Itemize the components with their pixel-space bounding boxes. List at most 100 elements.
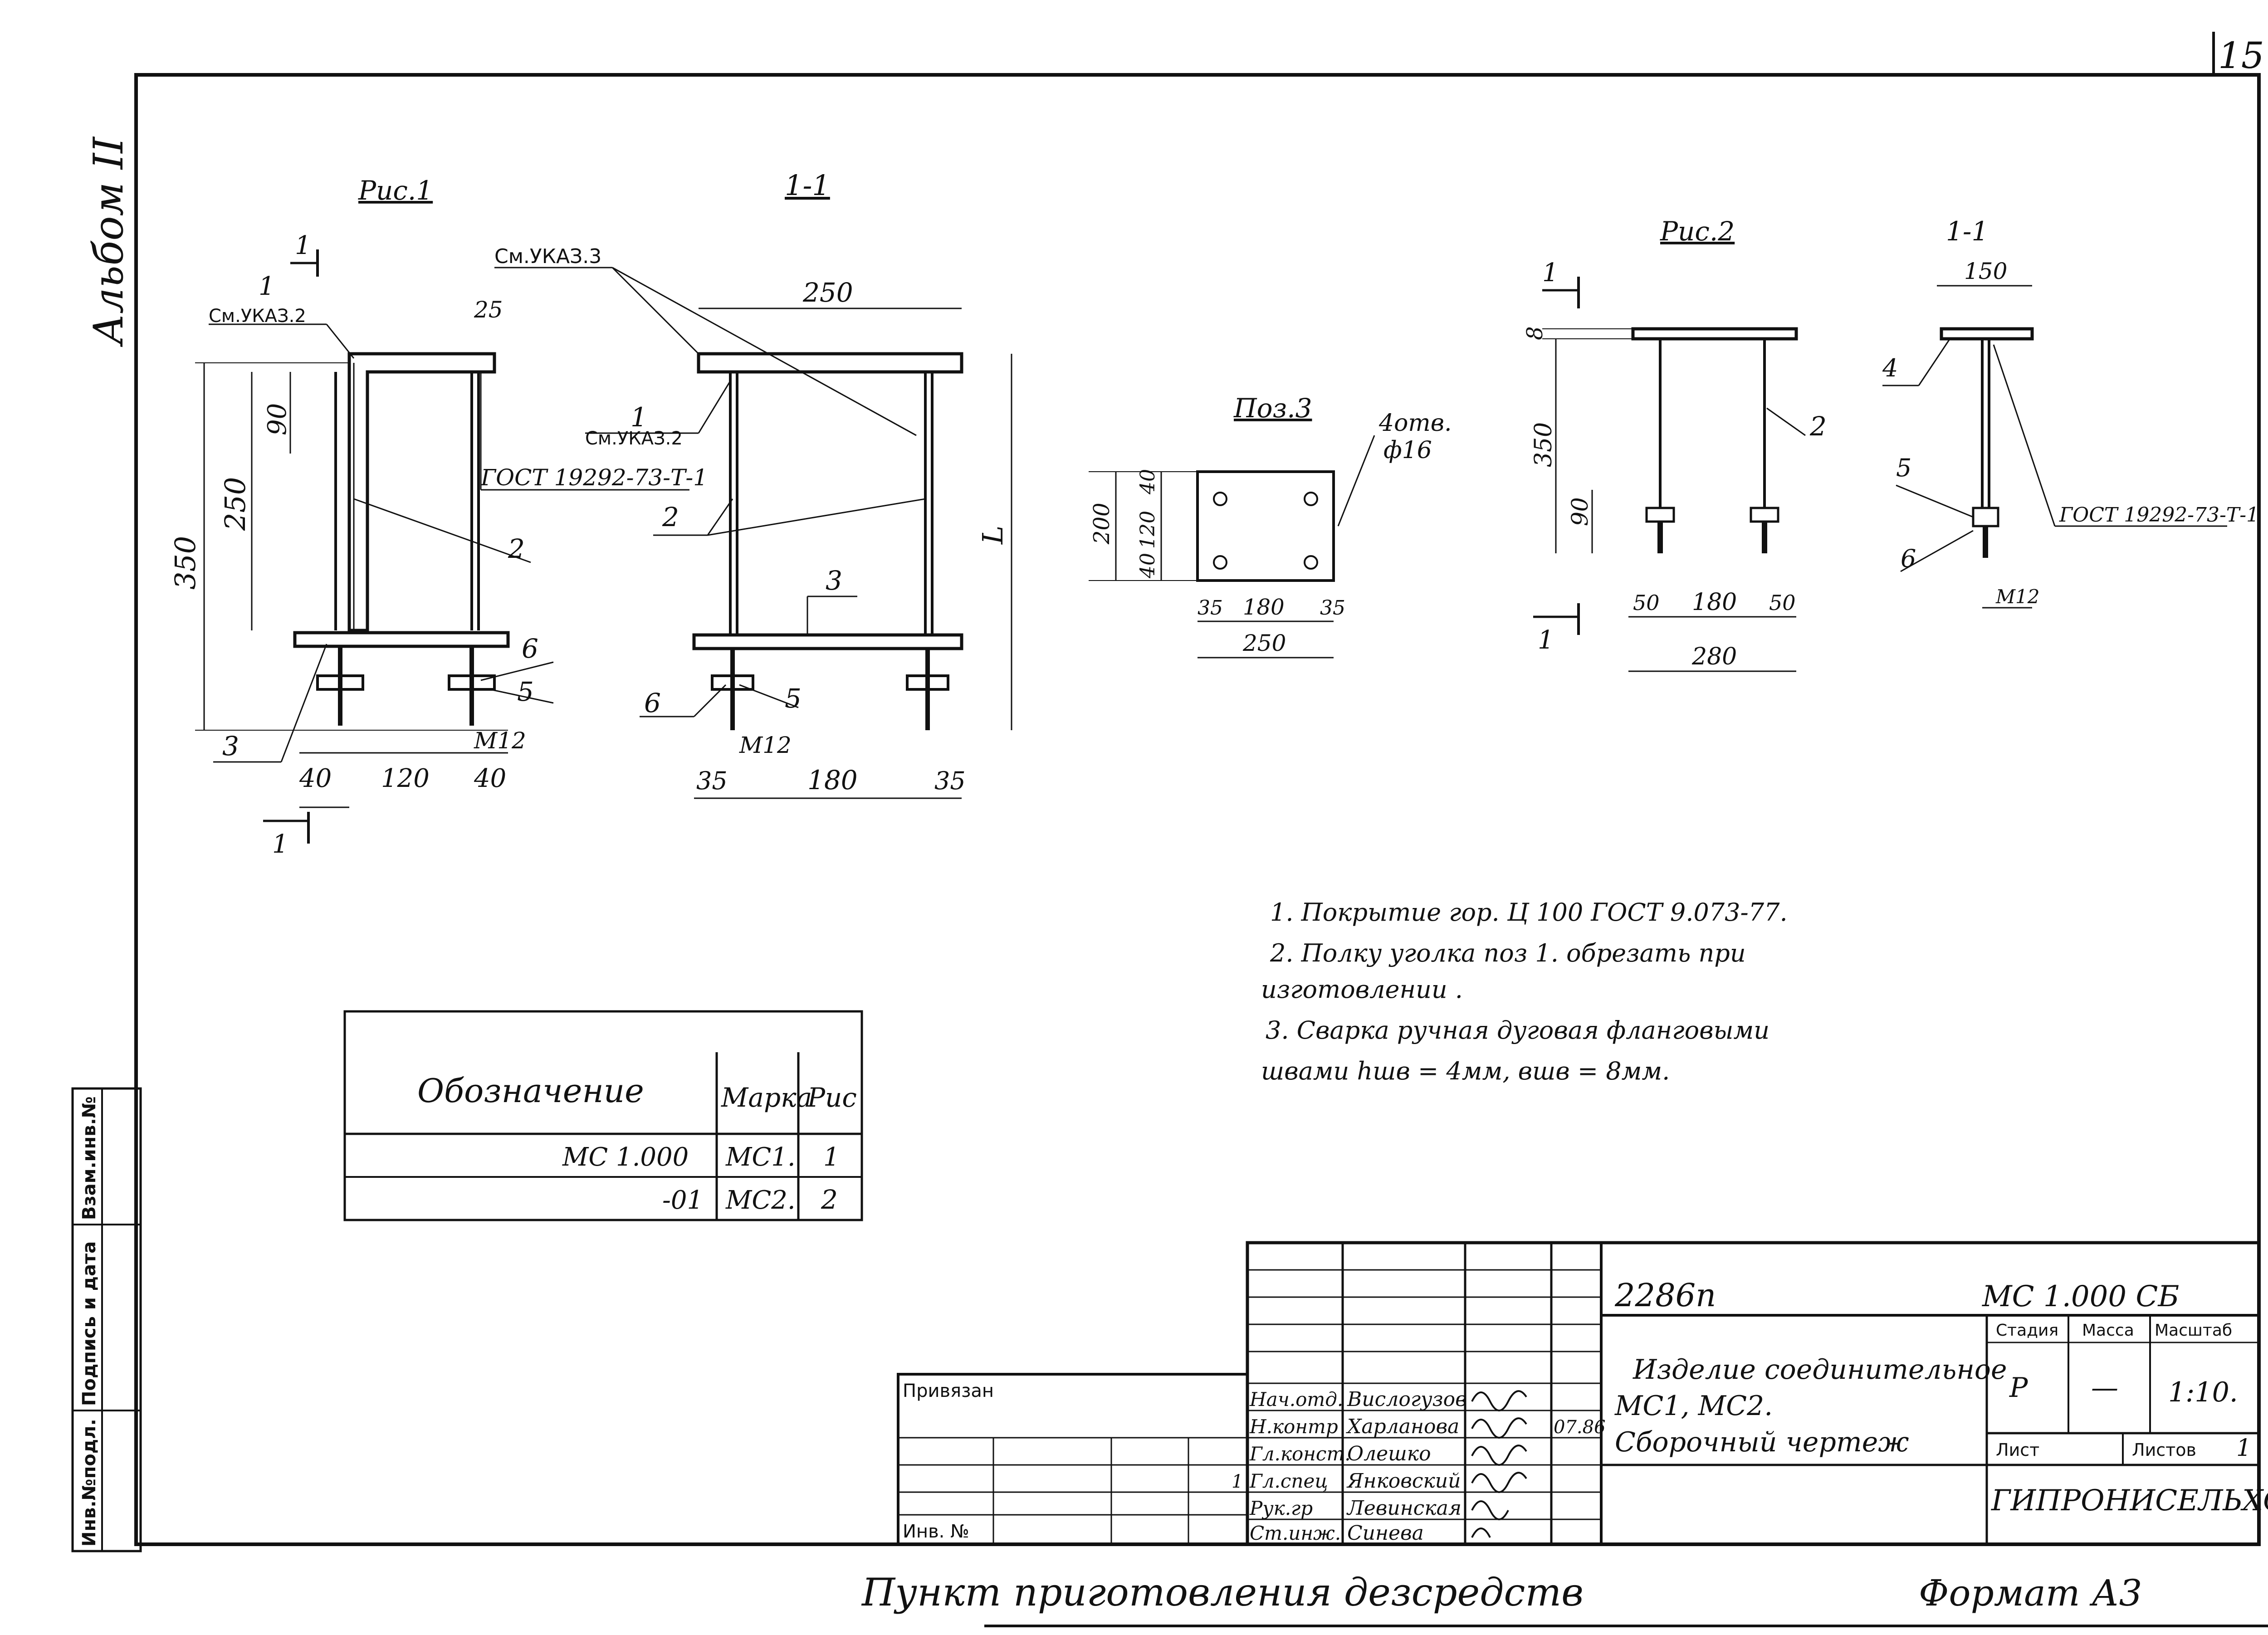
- fig1-callout-see-note3: См.УКАЗ.3: [494, 245, 601, 268]
- section11-callout-pos3: 3: [826, 565, 842, 596]
- section11-callout-thread: М12: [739, 732, 792, 758]
- fig1-dim-25: 25: [474, 297, 503, 323]
- section11-callout-pos1: 1: [631, 402, 647, 433]
- signature-scribble: [1471, 1528, 1491, 1538]
- footer-format: Формат А3: [1919, 1572, 2142, 1614]
- tb-scale: 1:10.: [2168, 1376, 2238, 1408]
- fig2-dim-50a: 50: [1633, 591, 1660, 615]
- pos3-dim-250: 250: [1242, 630, 1286, 656]
- tb-scale-header: Масштаб: [2155, 1321, 2232, 1340]
- spec-cell: 2: [821, 1184, 838, 1215]
- stamp-inv-label: Инв.№подл.: [79, 1419, 100, 1547]
- section11b-dim-150: 150: [1964, 258, 2007, 284]
- signature-scribble: [1471, 1500, 1509, 1520]
- tb-stage: Р: [2009, 1372, 2028, 1404]
- tb-date: 07.86: [1554, 1417, 1606, 1438]
- tb-project-code: 2286п: [1614, 1277, 1716, 1314]
- fig1-dim-90: 90: [263, 403, 292, 435]
- fig1-callout-pos6: 6: [522, 633, 538, 664]
- spec-table: Обозначение Марка Рис МС 1.000 МС1. 1 -0…: [343, 1010, 863, 1221]
- hole-icon: [1304, 555, 1318, 570]
- fig2-dim-180: 180: [1692, 589, 1737, 616]
- section11b-callout-pos6: 6: [1901, 544, 1916, 573]
- fig1-dim-40a: 40: [299, 764, 332, 793]
- stamp-sign-label: Подпись и дата: [79, 1241, 100, 1406]
- tb-title-line3: Сборочный чертеж: [1615, 1426, 1909, 1458]
- tb-role: Нач.отд.: [1249, 1388, 1343, 1410]
- tb-name: Янковский: [1346, 1469, 1461, 1493]
- tb-name: Синева: [1347, 1522, 1424, 1545]
- tb-name: Вислогузов: [1347, 1388, 1467, 1411]
- section11-dim-35a: 35: [696, 766, 728, 795]
- note-line: 1. Покрытие гор. Ц 100 ГОСТ 9.073-77.: [1270, 898, 1788, 927]
- spec-cell: -01: [662, 1186, 703, 1215]
- signature-scribble: [1471, 1390, 1527, 1411]
- tb-role: Рук.гр: [1249, 1497, 1313, 1519]
- hole-icon: [1304, 492, 1318, 506]
- fig1-callout-pos3: 3: [222, 731, 239, 761]
- hole-icon: [1213, 492, 1227, 506]
- pos3-holes: 4отв.: [1378, 410, 1452, 437]
- fig1-callout-pos1: 1: [259, 272, 275, 301]
- fig1-dim-120: 120: [381, 764, 430, 793]
- fig2-title: Рис.2: [1660, 216, 1735, 247]
- spec-header-fig: Рис: [807, 1082, 857, 1113]
- section11-title: 1-1: [785, 169, 830, 202]
- pos3-dim-40a: 40: [1136, 469, 1159, 495]
- section11-callout-pos5: 5: [785, 683, 802, 714]
- page-number: 15: [2218, 34, 2264, 77]
- spec-cell: МС2.: [725, 1186, 796, 1215]
- fig1-dim-350: 350: [169, 536, 202, 590]
- fig2-dim-90: 90: [1567, 497, 1593, 526]
- note-line: швами hшв = 4мм, вшв = 8мм.: [1261, 1057, 1670, 1085]
- note-line: 2. Полку уголка поз 1. обрезать при: [1270, 939, 1746, 967]
- tb-sheets-label: Листов: [2132, 1440, 2196, 1460]
- fig1-section-mark-bottom: 1: [272, 830, 288, 859]
- fig1-callout-thread: М12: [474, 727, 526, 754]
- section11-dim-250: 250: [802, 277, 853, 308]
- section11-dim-35b: 35: [934, 766, 966, 795]
- fig2: Рис.2 1 8 350 90 1 50 180 50 280 2: [1522, 216, 1827, 672]
- tb-role: Ст.инж.: [1250, 1522, 1341, 1544]
- notes: 1. Покрытие гор. Ц 100 ГОСТ 9.073-77. 2.…: [1261, 898, 1788, 1085]
- tb-stage-header: Стадия: [1996, 1321, 2058, 1340]
- tb-inv-label: Инв. №: [903, 1521, 969, 1542]
- tb-role: Гл.конст.: [1249, 1443, 1351, 1465]
- tb-sheet-label: Лист: [1996, 1440, 2039, 1460]
- fig1-title: Рис.1: [358, 175, 433, 206]
- pos3-plate: Поз.3 4отв. ф16 200 40 120 40 35 180 35 …: [1089, 393, 1452, 659]
- section-1-1: 1-1 250 L 35 180 35 1 См.УКАЗ.2 2 3 6 5: [585, 169, 1012, 799]
- tb-bound-label: Привязан: [903, 1381, 994, 1401]
- section11b-callout-gost: ГОСТ 19292-73-Т-1: [2059, 503, 2259, 527]
- tb-mass-header: Масса: [2082, 1321, 2134, 1340]
- spec-cell: МС 1.000: [562, 1142, 689, 1172]
- fig2-callout-pos2: 2: [1809, 411, 1827, 442]
- section11b-title: 1-1: [1946, 216, 1988, 247]
- fig2-section-mark-top: 1: [1542, 258, 1559, 288]
- fig1-section-mark-top: 1: [295, 231, 311, 260]
- album-label: Альбом II: [85, 137, 132, 347]
- tb-role: Гл.спец: [1249, 1470, 1328, 1492]
- section11b-dim-m12: М12: [1995, 586, 2039, 608]
- tb-title-line2: МС1, МС2.: [1614, 1390, 1773, 1422]
- section11b-callout-pos4: 4: [1882, 354, 1898, 382]
- signature-scribble: [1471, 1472, 1527, 1493]
- footer: Пункт приготовления дезсредств Формат А3: [861, 1570, 2268, 1627]
- signature-scribble: [1471, 1417, 1527, 1439]
- note-line: изготовлении .: [1261, 975, 1463, 1004]
- section11b-callout-pos5: 5: [1896, 454, 1911, 482]
- tb-name: Олешко: [1347, 1442, 1431, 1465]
- signature-scribble: [1471, 1445, 1527, 1466]
- stamp-repl-label: Взам.инв.№: [79, 1096, 100, 1220]
- spec-header-designation: Обозначение: [417, 1072, 644, 1110]
- fig1-callout-gost: ГОСТ 19292-73-Т-1: [480, 464, 708, 491]
- fig2-section-mark-bottom: 1: [1538, 625, 1554, 655]
- fig1-dim-250: 250: [219, 477, 252, 531]
- pos3-diam: ф16: [1383, 437, 1432, 464]
- tb-organization: ГИПРОНИСЕЛЬХОЗ: [1991, 1484, 2268, 1518]
- fig1-dim-40b: 40: [474, 764, 506, 793]
- hole-icon: [1213, 555, 1227, 570]
- pos3-dim-40b: 40: [1136, 553, 1159, 579]
- spec-header-mark: Марка: [721, 1082, 812, 1113]
